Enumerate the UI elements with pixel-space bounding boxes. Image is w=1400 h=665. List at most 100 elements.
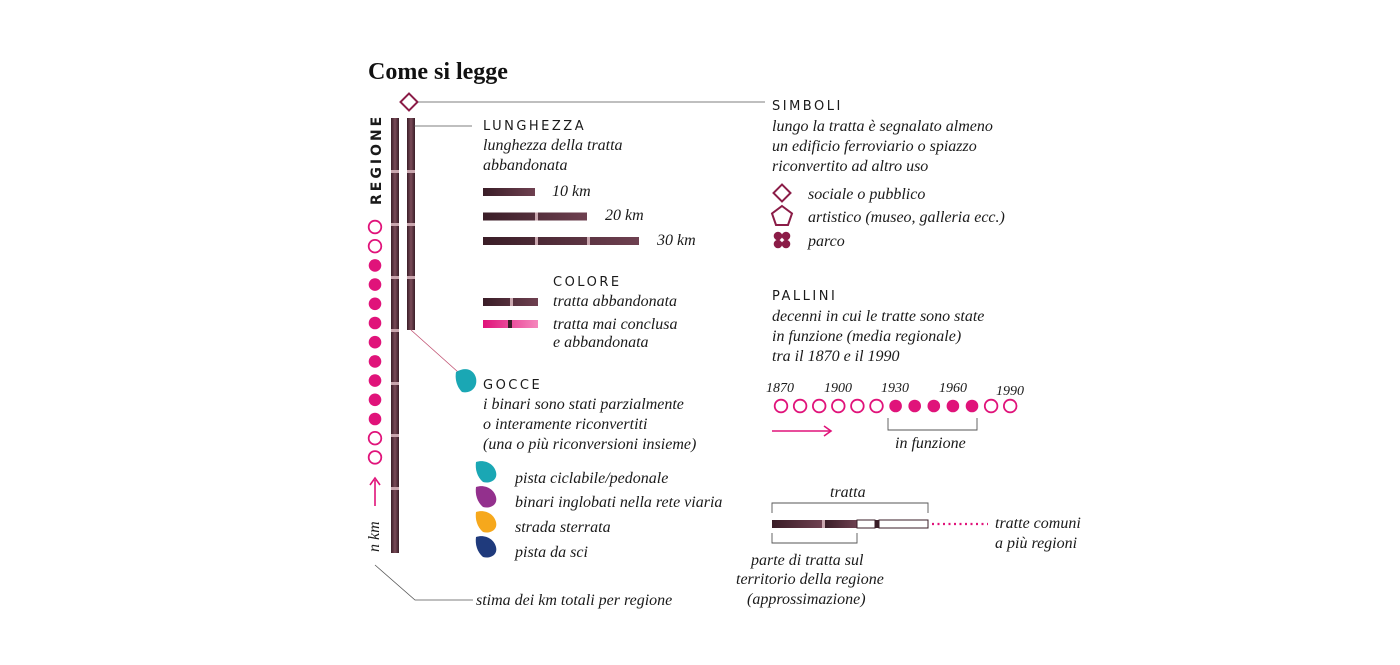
decade-dot-empty	[367, 431, 383, 446]
parte-label: parte di tratta sul	[750, 552, 864, 569]
tratta-bracket	[771, 502, 929, 513]
decade-dot-empty	[367, 219, 383, 235]
decade-dots-row	[773, 398, 1018, 414]
region-bar	[391, 118, 399, 553]
decade-dot-filled	[368, 374, 382, 387]
in-funzione-label: in funzione	[895, 435, 966, 452]
bar-separator	[407, 170, 415, 173]
length-sample-bar	[483, 188, 535, 196]
bar-separator	[407, 276, 415, 279]
drop-teal-icon	[455, 369, 477, 393]
tratte-comuni-label: tratte comuni	[995, 515, 1081, 532]
decade-dot-empty	[983, 398, 999, 414]
pentagon-icon	[770, 204, 794, 226]
parte-label: territorio della regione	[736, 571, 884, 588]
decade-dot-filled	[908, 399, 921, 413]
drop-teal-icon	[475, 461, 497, 483]
regione-label: REGIONE	[369, 114, 385, 205]
bar-separator	[587, 237, 590, 245]
km-sample-label: 20 km	[605, 207, 644, 224]
length-sample-bar	[483, 237, 639, 245]
simboli-desc-1: lungo la tratta è segnalato almeno	[772, 118, 993, 135]
drop-purple-icon	[475, 486, 497, 508]
region-bars	[391, 118, 415, 553]
clover-icon	[773, 231, 791, 249]
decade-dot-empty	[792, 398, 808, 414]
year-label: 1870	[766, 381, 794, 396]
decade-dot-filled	[927, 399, 941, 413]
swatch-mai-conclusa	[483, 320, 538, 328]
decade-dot-filled	[368, 355, 382, 368]
lunghezza-heading: LUNGHEZZA	[483, 119, 586, 134]
colore-heading: COLORE	[553, 275, 622, 290]
gocce-item-label: binari inglobati nella rete viaria	[515, 494, 722, 511]
gocce-heading: GOCCE	[483, 378, 542, 393]
simboli-item-label: sociale o pubblico	[808, 186, 925, 203]
swatch-abbandonata	[483, 298, 538, 306]
decade-dot-filled	[368, 297, 382, 311]
km-sample-label: 10 km	[552, 183, 591, 200]
decade-dot-filled	[965, 399, 979, 413]
gocce-desc-3: (una o più riconversioni insieme)	[483, 436, 696, 453]
year-label: 1960	[939, 381, 967, 396]
pallini-desc-2: in funzione (media regionale)	[772, 328, 961, 345]
diamond-icon	[399, 92, 419, 112]
stima-leader-line	[374, 564, 473, 601]
colore-item-label: tratta mai conclusa	[553, 316, 677, 333]
bar-separator	[391, 329, 399, 332]
decade-dot-filled	[368, 316, 382, 330]
km-sample-label: 30 km	[656, 232, 696, 249]
simboli-heading: SIMBOLI	[772, 99, 843, 114]
decade-dot-filled	[368, 278, 382, 291]
year-label: 1900	[824, 381, 852, 396]
km-label: n km	[366, 521, 383, 552]
bar-separator	[391, 170, 399, 173]
gocce-desc-2: o interamente riconvertiti	[483, 416, 647, 433]
drop-legend	[475, 461, 497, 558]
bar-separator	[391, 223, 399, 226]
bar-separator	[391, 434, 399, 437]
decade-dot-filled	[368, 335, 382, 349]
lunghezza-desc-2: abbandonata	[483, 157, 567, 174]
pallini-desc-3: tra il 1870 e il 1990	[772, 348, 900, 365]
drop-orange-icon	[475, 511, 497, 533]
drop-navy-icon	[475, 536, 497, 558]
decade-dot-filled	[368, 393, 382, 407]
bar-separator	[391, 276, 399, 279]
stima-label: stima dei km totali per regione	[476, 592, 672, 609]
gocce-item-label: pista ciclabile/pedonale	[514, 470, 668, 487]
lunghezza-desc-1: lunghezza della tratta	[483, 137, 623, 154]
gocce-desc-1: i binari sono stati parzialmente	[483, 396, 684, 413]
parte-label: (approssimazione)	[747, 591, 866, 608]
parte-bracket	[771, 533, 858, 544]
tratta-bar	[772, 519, 929, 529]
decade-dot-empty	[367, 238, 383, 254]
colore-item-label: tratta abbandonata	[553, 293, 677, 310]
bar-separator	[535, 237, 538, 245]
up-arrow-icon	[369, 476, 381, 506]
decade-dot-empty	[1003, 398, 1018, 414]
decade-dot-empty	[869, 398, 884, 414]
decade-dot-filled	[946, 399, 960, 413]
tratta-label: tratta	[830, 484, 866, 501]
decade-dot-empty	[773, 398, 789, 414]
pallini-heading: PALLINI	[772, 289, 837, 304]
gocce-leader-line	[410, 329, 459, 373]
gocce-item-label: strada sterrata	[515, 519, 611, 536]
bar-separator	[391, 382, 399, 385]
simboli-desc-3: riconvertito ad altro uso	[772, 158, 928, 175]
tratte-comuni-label: a più regioni	[995, 535, 1077, 552]
decade-dots-column	[367, 219, 383, 465]
bar-separator	[535, 212, 538, 221]
length-samples	[483, 188, 639, 245]
decade-dot-filled	[368, 259, 382, 272]
simboli-desc-2: un edificio ferroviario o spiazzo	[772, 138, 977, 155]
simboli-item-label: parco	[807, 233, 845, 250]
pallini-desc-1: decenni in cui le tratte sono state	[772, 308, 984, 325]
right-arrow-icon	[772, 425, 833, 437]
decade-dot-filled	[368, 412, 382, 426]
decade-dot-empty	[831, 398, 846, 414]
in-funzione-bracket	[887, 418, 978, 431]
gocce-item-label: pista da sci	[514, 544, 588, 561]
